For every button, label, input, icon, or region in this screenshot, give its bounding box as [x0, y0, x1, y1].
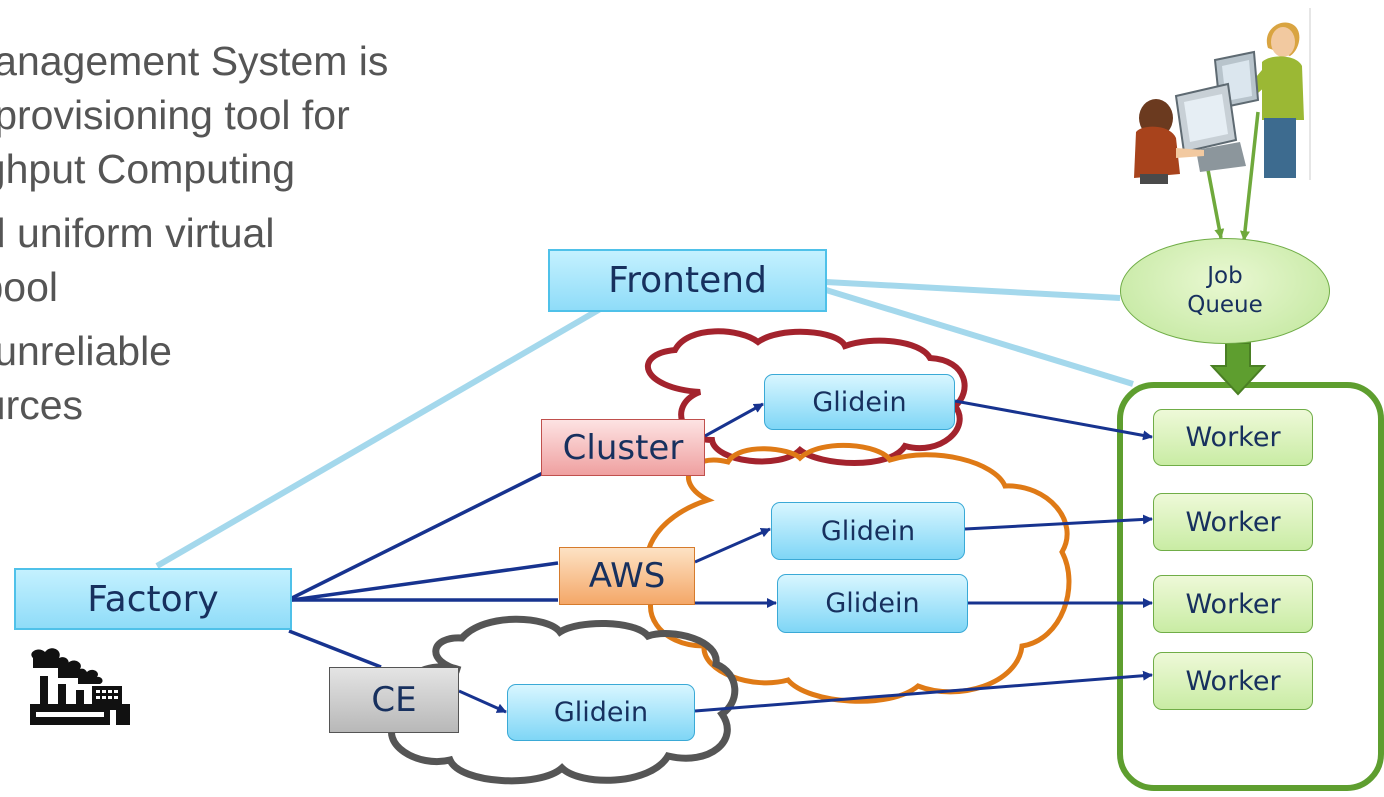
worker-node: Worker — [1153, 652, 1313, 710]
worker-pool-frame — [1117, 382, 1384, 791]
bullet-line: l pool — [0, 264, 59, 310]
frontend-pool-link — [825, 287, 1134, 387]
cluster-cloud — [644, 328, 968, 466]
users-at-computer-icon — [1134, 8, 1311, 184]
job-queue-label: Queue — [1187, 292, 1263, 318]
glidein-node: Glidein — [777, 574, 968, 633]
bullet-line: nd uniform virtual — [0, 210, 275, 256]
worker-node: Worker — [1153, 575, 1313, 633]
glidein-node: Glidein — [771, 502, 965, 560]
frontend-jobqueue-link — [825, 279, 1121, 301]
job-queue-node: Job Queue — [1120, 238, 1330, 344]
bullet-line: ughput Computing — [0, 146, 296, 192]
ce-glidein-arrow — [458, 689, 507, 714]
job-queue-label: Job — [1207, 263, 1243, 289]
factory-cluster-line — [291, 470, 546, 600]
glidein-node: Glidein — [507, 684, 695, 741]
queue-to-pool-arrow — [1209, 342, 1267, 396]
glidein-node: Glidein — [764, 374, 955, 430]
user-submit-arrow — [1240, 111, 1260, 241]
bullet-line: o unreliable — [0, 328, 172, 374]
glidein-worker-arrow — [964, 514, 1153, 531]
factory-frontend-link — [155, 302, 609, 569]
cluster-glidein-arrow — [704, 402, 764, 438]
bullet-line: Management System is — [0, 38, 389, 84]
worker-node: Worker — [1153, 409, 1313, 466]
aws-node: AWS — [559, 547, 695, 605]
factory-icon — [30, 648, 130, 725]
frontend-node: Frontend — [548, 249, 827, 312]
ce-node: CE — [329, 667, 459, 733]
worker-node: Worker — [1153, 493, 1313, 551]
bullet-line: ources — [0, 382, 84, 428]
aws-cloud — [645, 442, 1072, 704]
slide-bullet-text: Management System is e provisioning tool… — [0, 34, 600, 432]
glidein-worker-arrow — [954, 399, 1153, 441]
bullet-line: e provisioning tool for — [0, 92, 350, 138]
cluster-node: Cluster — [541, 419, 705, 476]
factory-ce-line — [288, 629, 382, 669]
aws-glidein-arrow — [694, 527, 771, 564]
factory-aws-line — [291, 561, 559, 602]
glidein-worker-arrow — [694, 670, 1153, 713]
factory-node: Factory — [14, 568, 292, 630]
